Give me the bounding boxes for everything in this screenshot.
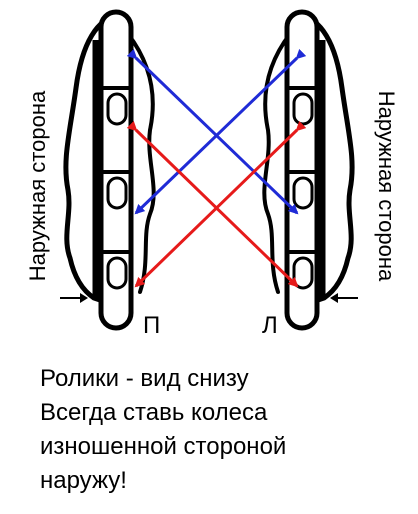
caption-line-3: изношенной стороной <box>40 433 287 460</box>
outer-side-pointer-left <box>60 293 88 303</box>
rollerblades-bottom-view-diagram: Наружная сторона Наружная сторона П Л <box>25 9 399 339</box>
caption: Ролики - вид снизу Всегда ставь колеса и… <box>40 362 410 498</box>
skate-letter-right-foot: П <box>143 312 161 339</box>
caption-line-4: наружу! <box>40 467 127 494</box>
caption-line-1: Ролики - вид снизу <box>40 365 249 392</box>
left-wheel-inner-ring <box>106 176 128 210</box>
left-wheel-inner-ring <box>106 92 128 126</box>
outer-side-pointer-right <box>330 293 358 303</box>
skate-letter-left-foot: Л <box>262 312 278 339</box>
caption-line-2: Всегда ставь колеса <box>40 399 268 426</box>
right-skate <box>262 9 355 331</box>
left-skate-boot-outline <box>63 13 121 303</box>
outer-side-label-left: Наружная сторона <box>25 90 50 282</box>
right-skate-boot-outline <box>297 13 355 303</box>
red-swap-arrow <box>134 120 307 288</box>
outer-side-label-right: Наружная сторона <box>374 90 399 282</box>
left-wheel-inner-ring <box>106 256 128 290</box>
